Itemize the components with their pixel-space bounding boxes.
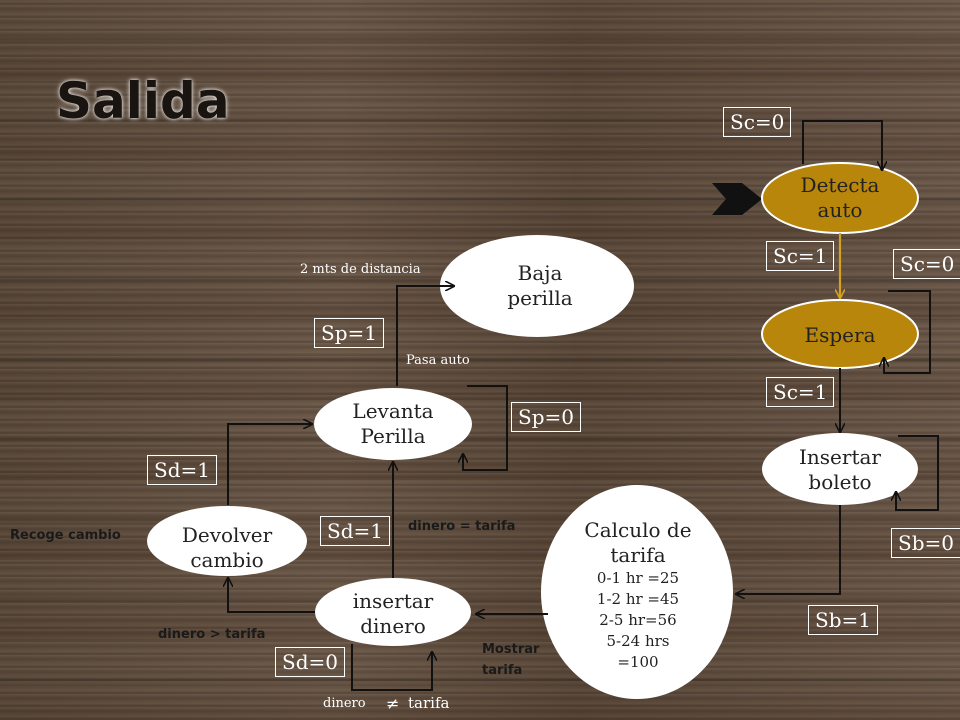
signal-sc1-a: Sc=1	[766, 241, 835, 271]
note-tarifa-dist: tarifa	[408, 694, 450, 712]
loop-dinero	[351, 644, 432, 691]
tarifa-2: 2-5 hr=56	[599, 610, 677, 629]
signal-sd1-mid: Sd=1	[320, 516, 390, 546]
note-dinero-igual: dinero = tarifa	[408, 519, 516, 534]
tarifa-3: 5-24 hrs	[606, 631, 670, 650]
label-insertar-dinero: insertar dinero	[352, 589, 434, 638]
edge-dinero-devolver	[228, 578, 315, 613]
edge-levanta-baja	[396, 286, 454, 386]
signal-sd0: Sd=0	[275, 647, 345, 677]
label-calculo-tarifa: Calculo de tarifa 0-1 hr =25 1-2 hr =45 …	[584, 517, 692, 671]
not-equal-sign: ≠	[386, 694, 400, 713]
note-mostrar-tarifa: Mostrar tarifa	[482, 642, 540, 678]
label-detecta-auto: Detecta auto	[800, 173, 880, 222]
signal-sb0: Sb=0	[891, 528, 960, 558]
signal-sd1-left: Sd=1	[147, 455, 217, 485]
signal-sp0: Sp=0	[511, 402, 581, 432]
label-espera: Espera	[804, 322, 876, 347]
signal-sc0-top: Sc=0	[723, 107, 792, 137]
note-pasa-auto: Pasa auto	[406, 353, 470, 368]
label-baja-perilla: Baja perilla	[507, 261, 573, 310]
note-recoge-cambio: Recoge cambio	[10, 528, 121, 543]
signal-sc1-b: Sc=1	[766, 377, 835, 407]
tarifa-4: =100	[617, 652, 659, 671]
loop-espera	[884, 290, 931, 374]
state-insertar-boleto[interactable]	[762, 433, 918, 505]
label-insertar-boleto: Insertar boleto	[799, 445, 881, 494]
loop-boleto	[896, 435, 939, 511]
signal-sp1: Sp=1	[314, 318, 384, 348]
loop-levanta	[463, 385, 508, 471]
state-insertar-dinero[interactable]	[315, 578, 471, 646]
note-dinero-dist: dinero	[323, 696, 366, 711]
label-devolver-cambio: Devolver cambio	[181, 523, 273, 572]
edge-devolver-levanta	[227, 424, 312, 505]
state-calculo-tarifa[interactable]	[541, 485, 733, 699]
edge-boleto-calculo	[736, 505, 841, 594]
state-devolver-cambio[interactable]	[147, 506, 307, 576]
tarifa-0: 0-1 hr =25	[596, 568, 680, 587]
start-arrow	[712, 183, 762, 215]
state-levanta-perilla[interactable]	[314, 388, 472, 460]
note-distancia: 2 mts de distancia	[300, 262, 421, 277]
tarifa-1: 1-2 hr =45	[596, 589, 680, 608]
state-baja-perilla[interactable]	[440, 235, 634, 337]
loop-detecta	[802, 120, 882, 170]
note-dinero-mayor: dinero > tarifa	[158, 627, 266, 642]
label-levanta-perilla: Levanta Perilla	[352, 399, 434, 448]
page-title: Salida	[56, 72, 230, 130]
signal-sb1: Sb=1	[808, 605, 878, 635]
signal-sc0-right: Sc=0	[893, 249, 960, 279]
